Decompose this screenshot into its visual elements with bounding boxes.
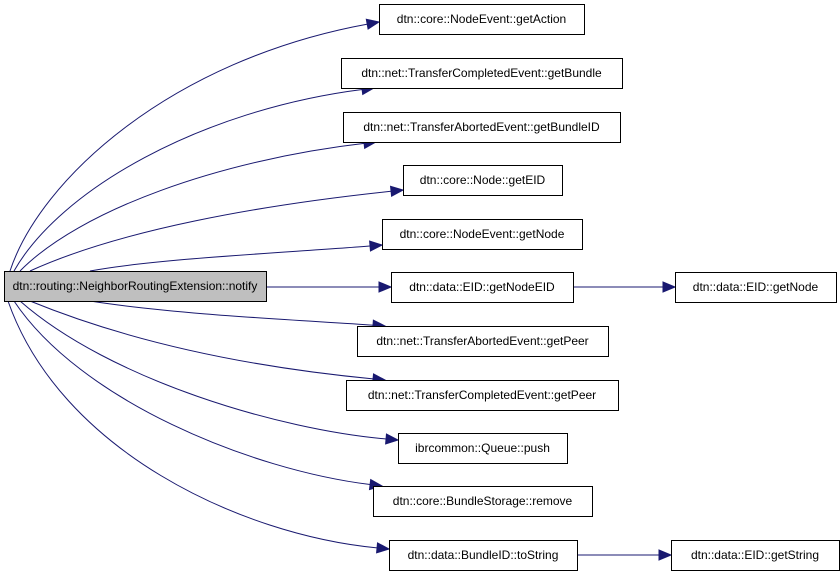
node-box[interactable] — [671, 540, 840, 571]
callee-node[interactable]: dtn::net::TransferAbortedEvent::getBundl… — [343, 112, 621, 143]
edge-notify-to-remove — [13, 300, 372, 486]
callee-node[interactable]: dtn::core::BundleStorage::remove — [373, 486, 593, 517]
edge-notify-to-getNode — [89, 245, 372, 272]
node-label: dtn::data::EID::getString — [691, 548, 819, 562]
callee-node[interactable]: dtn::data::EID::getString — [671, 540, 840, 571]
callee-node[interactable]: dtn::net::TransferCompletedEvent::getPee… — [346, 380, 619, 411]
node-label: dtn::net::TransferCompletedEvent::getBun… — [361, 66, 602, 80]
edge-notify-to-push — [19, 300, 388, 440]
edges-layer — [7, 18, 677, 561]
callee-node[interactable]: dtn::net::TransferCompletedEvent::getBun… — [341, 58, 623, 89]
arrowhead-icon — [378, 281, 393, 293]
edge-notify-to-getBundle — [13, 88, 364, 272]
nodes-layer: dtn::routing::NeighborRoutingExtension::… — [4, 4, 840, 571]
node-box[interactable] — [398, 433, 568, 464]
callee-node[interactable]: ibrcommon::Queue::push — [398, 433, 568, 464]
node-box[interactable] — [391, 272, 574, 303]
arrowhead-icon — [385, 433, 400, 445]
edge-notify-to-toString — [7, 300, 379, 549]
callee-node[interactable]: dtn::data::EID::getNodeEID — [391, 272, 574, 303]
node-label: dtn::data::EID::getNodeEID — [409, 280, 555, 294]
node-label: dtn::core::NodeEvent::getNode — [400, 227, 565, 241]
callee-node[interactable]: dtn::core::NodeEvent::getNode — [382, 219, 583, 250]
node-box[interactable] — [389, 540, 578, 571]
arrowhead-icon — [369, 240, 384, 252]
node-label: dtn::routing::NeighborRoutingExtension::… — [13, 279, 258, 293]
arrowhead-icon — [658, 549, 673, 561]
arrowhead-icon — [365, 18, 381, 30]
callee-node[interactable]: dtn::data::EID::getNode — [675, 272, 837, 303]
node-box[interactable] — [382, 219, 583, 250]
node-box[interactable] — [357, 326, 609, 357]
node-box[interactable] — [343, 112, 621, 143]
arrowhead-icon — [662, 281, 677, 293]
node-box[interactable] — [346, 380, 619, 411]
arrowhead-icon — [376, 542, 391, 554]
callee-node[interactable]: dtn::net::TransferAbortedEvent::getPeer — [357, 326, 609, 357]
callee-node[interactable]: dtn::core::NodeEvent::getAction — [379, 4, 585, 35]
node-label: dtn::core::Node::getEID — [420, 173, 546, 187]
edge-notify-to-nodeGetEID — [29, 190, 393, 272]
node-box[interactable] — [379, 4, 585, 35]
node-box[interactable] — [675, 272, 837, 303]
node-label: dtn::core::BundleStorage::remove — [393, 494, 573, 508]
root-node[interactable]: dtn::routing::NeighborRoutingExtension::… — [4, 271, 267, 302]
node-label: dtn::data::BundleID::toString — [408, 548, 559, 562]
node-box[interactable] — [373, 486, 593, 517]
node-box[interactable] — [403, 165, 563, 196]
arrowhead-icon — [389, 185, 405, 198]
node-label: dtn::core::NodeEvent::getAction — [397, 12, 566, 26]
callee-node[interactable]: dtn::data::BundleID::toString — [389, 540, 578, 571]
root-node-box[interactable] — [4, 271, 267, 302]
edge-notify-to-taeGetPeer — [89, 300, 375, 326]
node-label: dtn::data::EID::getNode — [693, 280, 819, 294]
edge-notify-to-getAction — [9, 23, 369, 272]
node-box[interactable] — [341, 58, 623, 89]
node-label: dtn::net::TransferCompletedEvent::getPee… — [368, 388, 596, 402]
edge-notify-to-tceGetPeer — [29, 300, 375, 380]
node-label: dtn::net::TransferAbortedEvent::getBundl… — [363, 120, 600, 134]
edge-notify-to-getBundleID — [19, 142, 366, 272]
callee-node[interactable]: dtn::core::Node::getEID — [403, 165, 563, 196]
node-label: dtn::net::TransferAbortedEvent::getPeer — [376, 334, 588, 348]
node-label: ibrcommon::Queue::push — [415, 441, 550, 455]
